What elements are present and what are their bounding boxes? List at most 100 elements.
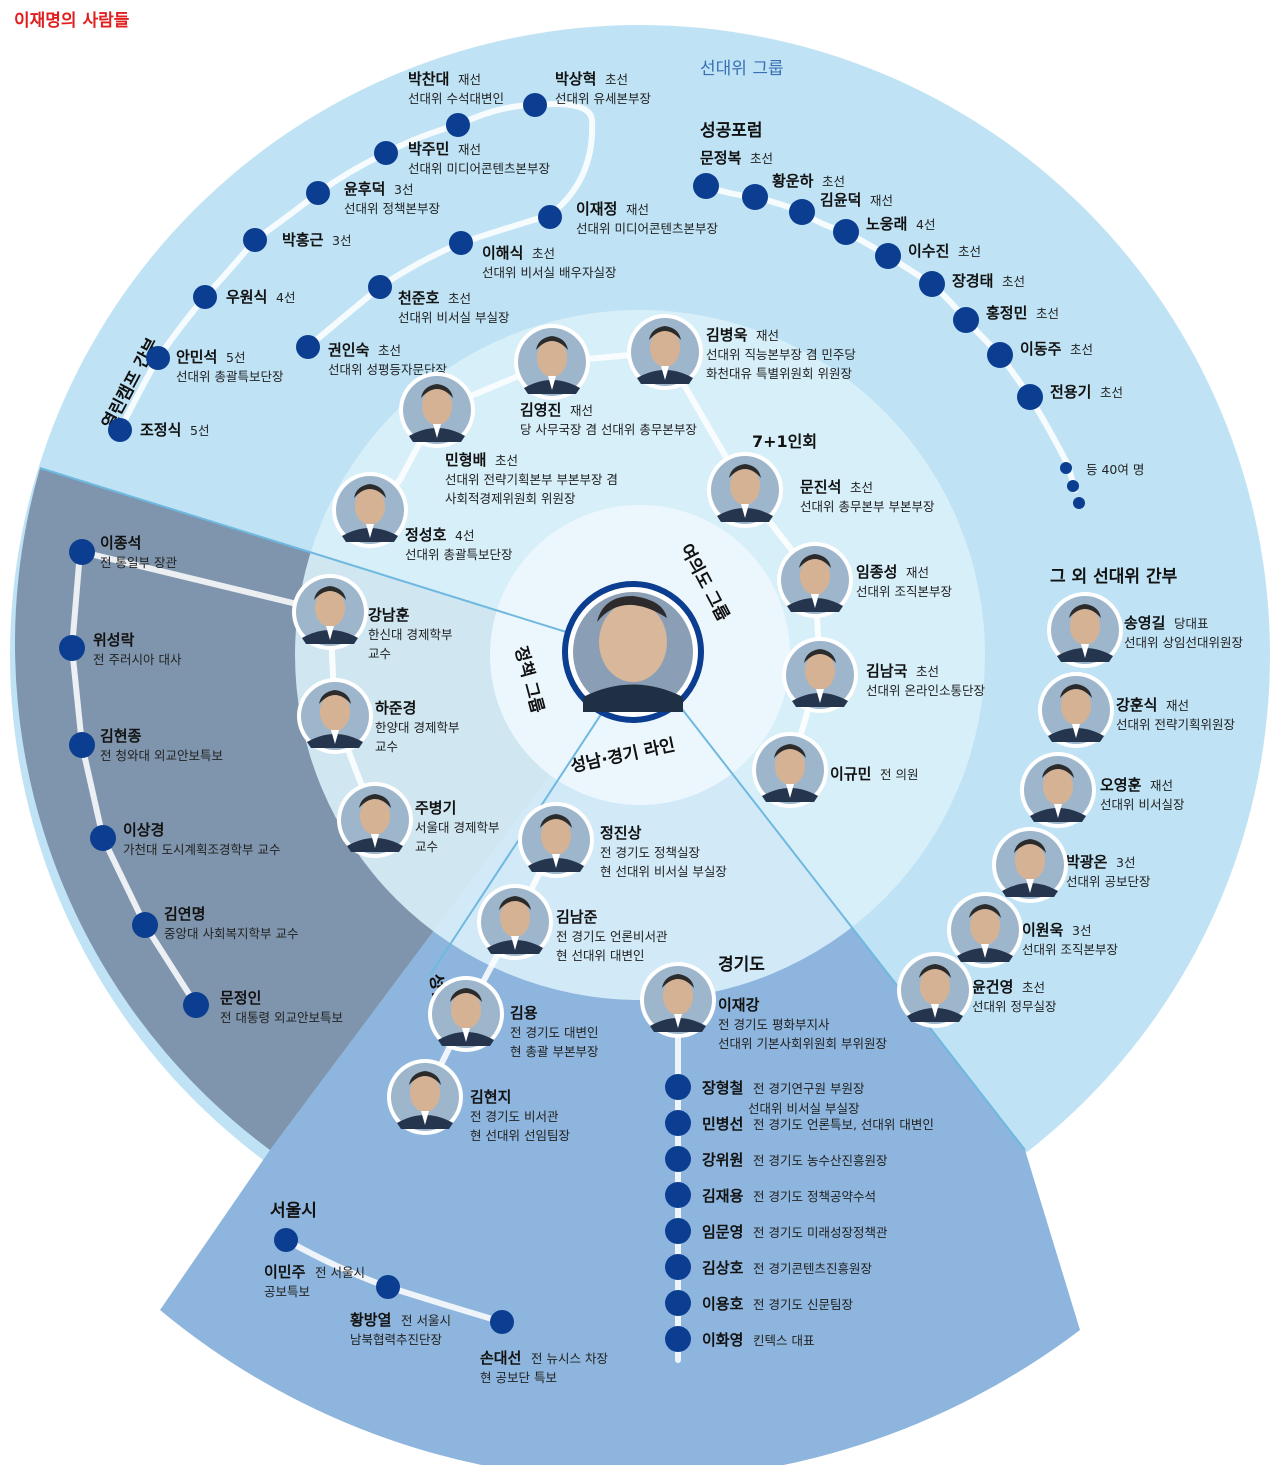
- policy-person-role: 서울대 경제학부: [415, 820, 499, 835]
- sunggong-person-name: 문정복: [700, 149, 742, 167]
- seoul-person-role: 공보특보: [264, 1284, 310, 1299]
- more-dot: [1067, 480, 1079, 492]
- yeouido-portrait: [777, 542, 853, 618]
- diplomacy-person-name: 이종석: [100, 534, 141, 552]
- policy-person-name: 주병기: [415, 799, 456, 817]
- sunggong-person-name: 이수진: [908, 242, 949, 260]
- group-seven-plus-one: 7+1인회: [752, 432, 817, 451]
- inner-chain-person-name: 이재정: [576, 200, 617, 218]
- other-staff-person-term: 초선: [1022, 980, 1045, 995]
- yeouido-person-name: 김병욱: [706, 326, 748, 344]
- yeouido-person-term: 초선: [850, 480, 873, 495]
- yeouido-person-role: 선대위 조직본부장: [856, 584, 952, 599]
- gyeonggi-person-role: 선대위 비서실 부실장: [748, 1101, 860, 1116]
- inner-chain-dot: [296, 335, 320, 359]
- gyeonggi-dot: [665, 1218, 691, 1244]
- seongnam-person-name: 김용: [510, 1004, 538, 1022]
- sunggong-person-term: 초선: [958, 244, 981, 259]
- sunggong-person-term: 초선: [750, 151, 773, 166]
- yeouido-portrait: [514, 324, 590, 400]
- group-sunggong: 성공포럼: [700, 121, 763, 141]
- diplomacy-person-role: 전 주러시아 대사: [93, 652, 182, 667]
- group-other-staff: 그 외 선대위 간부: [1050, 567, 1178, 587]
- other-staff-person-term: 재선: [1150, 778, 1173, 793]
- yeolin-person-name: 박주민: [408, 140, 449, 158]
- yeouido-person-role: 선대위 온라인소통단장: [866, 683, 985, 698]
- gyeonggi-dot: [665, 1074, 691, 1100]
- gyeonggi-person-role: 전 경기도 농수산진흥원장: [753, 1153, 888, 1168]
- sunggong-person-term: 4선: [916, 217, 935, 232]
- seoul-person-role: 전 서울시: [401, 1313, 451, 1328]
- policy-portrait: [292, 574, 368, 650]
- yeolin-person-name: 조정식: [140, 421, 181, 439]
- seoul-person-name: 손대선: [480, 1349, 521, 1367]
- yeouido-person-role: 사회적경제위원회 위원장: [445, 491, 576, 506]
- diplomacy-person-name: 이상경: [123, 821, 164, 839]
- inner-chain-dot: [523, 93, 547, 117]
- policy-person-role: 한양대 경제학부: [375, 720, 459, 735]
- inner-chain-person-name: 천준호: [398, 289, 440, 307]
- yeolin-dot: [446, 113, 470, 137]
- other-staff-portrait: [947, 892, 1023, 968]
- diplomacy-person-name: 김연명: [164, 905, 205, 923]
- inner-chain-dot: [449, 231, 473, 255]
- gyeonggi-person-role: 전 경기도 신문팀장: [753, 1297, 853, 1312]
- seongnam-person-role: 전 경기도 정책실장: [600, 845, 700, 860]
- gyeonggi-dot: [665, 1290, 691, 1316]
- yeolin-dot: [374, 141, 398, 165]
- yeolin-person-name: 박홍근: [282, 231, 324, 249]
- policy-person-role: 교수: [375, 739, 398, 754]
- sunggong-person-term: 초선: [1002, 274, 1025, 289]
- policy-person-role: 교수: [368, 646, 391, 661]
- yeouido-person-name: 이규민: [830, 765, 871, 783]
- yeolin-person-term: 5선: [190, 423, 209, 438]
- yeolin-person-term: 3선: [332, 233, 351, 248]
- seongnam-person-role: 전 경기도 비서관: [470, 1109, 559, 1124]
- gyeonggi-person-name: 민병선: [702, 1115, 743, 1133]
- yeouido-person-term: 재선: [570, 403, 593, 418]
- gyeonggi-person-role: 전 경기연구원 부원장: [753, 1081, 865, 1096]
- diplomacy-person-name: 위성락: [93, 631, 135, 649]
- other-staff-person-name: 윤건영: [972, 978, 1013, 996]
- gyeonggi-dot: [665, 1326, 691, 1352]
- center-portrait: [565, 584, 701, 720]
- inner-chain-person-role: 선대위 미디어콘텐츠본부장: [576, 221, 718, 236]
- seongnam-person-role: 현 선대위 비서실 부실장: [600, 864, 727, 879]
- diplomacy-person-name: 문정인: [220, 989, 261, 1007]
- other-staff-person-term: 당대표: [1174, 616, 1209, 631]
- inner-chain-person-term: 초선: [605, 72, 628, 87]
- other-staff-person-term: 3선: [1072, 923, 1091, 938]
- inner-chain-dot: [538, 205, 562, 229]
- other-staff-person-name: 강훈식: [1116, 696, 1157, 714]
- yeouido-person-term: 초선: [916, 664, 939, 679]
- policy-person-name: 하준경: [375, 699, 416, 717]
- sunggong-person-term: 초선: [1100, 385, 1123, 400]
- other-staff-portrait: [1038, 672, 1114, 748]
- gyeonggi-dot: [665, 1182, 691, 1208]
- diplomacy-person-name: 김현종: [100, 727, 142, 745]
- other-staff-person-role: 선대위 정무실장: [972, 999, 1057, 1014]
- inner-chain-person-role: 선대위 비서실 부실장: [398, 310, 510, 325]
- yeolin-person-term: 재선: [458, 72, 481, 87]
- other-staff-person-role: 선대위 비서실장: [1100, 797, 1185, 812]
- gyeonggi-person-role: 전 경기도 언론특보, 선대위 대변인: [753, 1117, 934, 1132]
- yeolin-person-term: 3선: [394, 182, 413, 197]
- diplomacy-person-role: 전 통일부 장관: [100, 555, 177, 570]
- yeolin-dot: [108, 418, 132, 442]
- inner-chain-person-name: 이해식: [482, 244, 523, 262]
- yeouido-person-name: 임종성: [856, 563, 897, 581]
- yeolin-dot: [243, 228, 267, 252]
- yeolin-dot: [306, 181, 330, 205]
- yeolin-person-name: 박찬대: [408, 70, 449, 88]
- seongnam-portrait: [387, 1059, 463, 1135]
- gyeonggi-lead-portrait: [640, 962, 716, 1038]
- inner-chain-person-term: 초선: [448, 291, 471, 306]
- sunggong-more: 등 40여 명: [1086, 462, 1144, 477]
- other-staff-person-term: 재선: [1166, 698, 1189, 713]
- policy-portrait: [297, 678, 373, 754]
- diplomacy-dot: [132, 912, 158, 938]
- yeouido-portrait: [707, 452, 783, 528]
- sunggong-dot: [875, 243, 901, 269]
- yeouido-person-term: 재선: [906, 565, 929, 580]
- sunggong-person-name: 홍정민: [986, 304, 1027, 322]
